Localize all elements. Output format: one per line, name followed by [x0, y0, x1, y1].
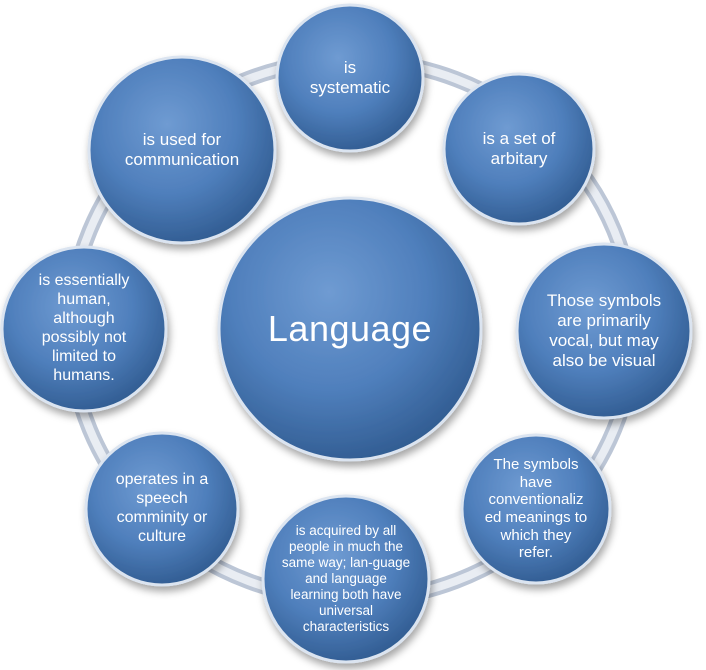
node-label-essentially-human: is essentially human, although possibly … — [38, 272, 130, 384]
node-label-vocal-symbols: Those symbols are primarily vocal, but m… — [546, 290, 662, 371]
node-circle-arbitrary-set — [442, 72, 596, 226]
node-label-acquired: is acquired by all people in much the sa… — [281, 523, 411, 634]
node-circle-vocal-symbols — [515, 242, 693, 420]
node-circle-communication — [87, 55, 277, 245]
node-circle-acquired — [261, 494, 431, 664]
node-label-communication: is used for communication — [124, 129, 240, 169]
node-circle-systematic — [275, 3, 425, 153]
node-label-speech-community: operates in a speech comminity or cultur… — [115, 471, 209, 545]
node-label-systematic: is systematic — [309, 57, 391, 97]
center-circle — [217, 196, 483, 462]
node-circle-essentially-human — [0, 245, 168, 413]
node-circle-speech-community — [84, 431, 240, 587]
node-label-conventional-meanings: The symbols have conventionaliz ed meani… — [484, 455, 588, 562]
center-label: Language — [267, 307, 433, 349]
node-circle-conventional-meanings — [460, 433, 612, 585]
node-label-arbitrary-set: is a set of arbitary — [482, 128, 556, 168]
